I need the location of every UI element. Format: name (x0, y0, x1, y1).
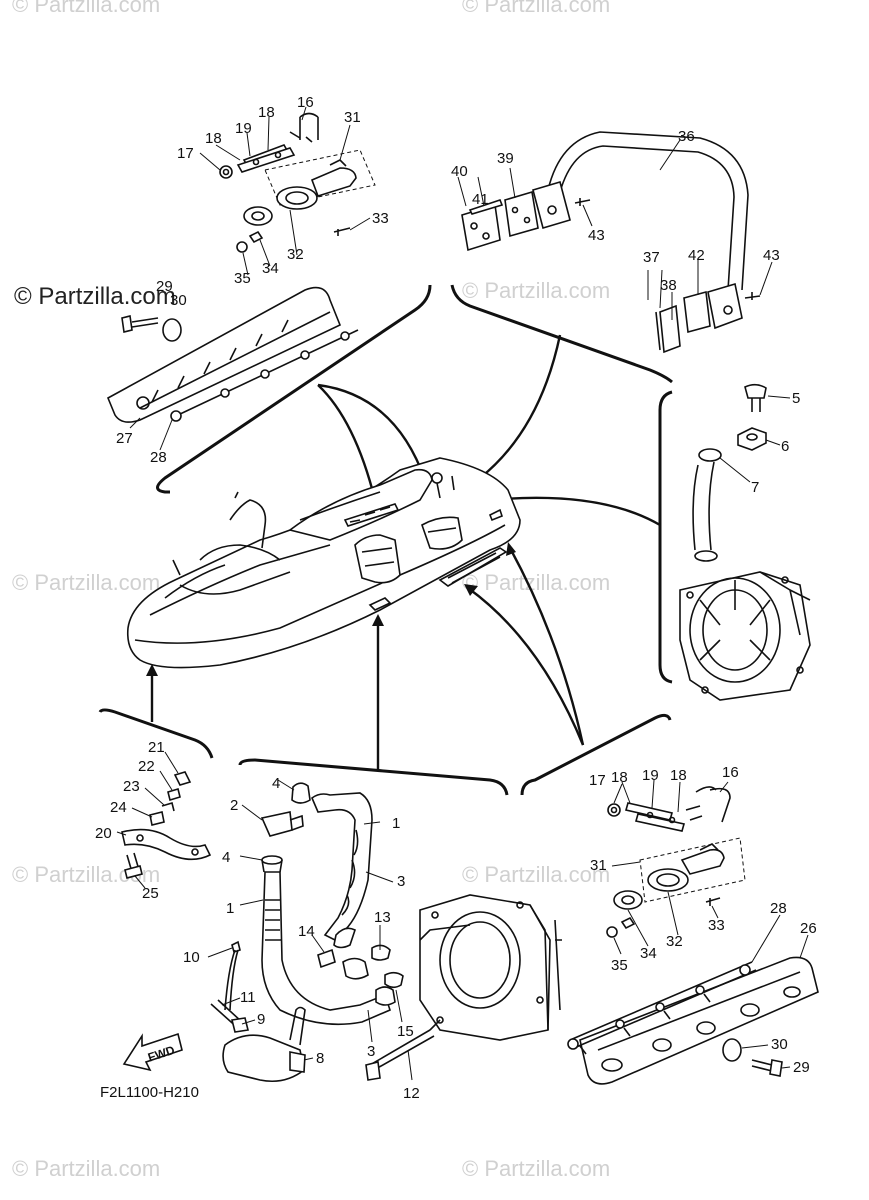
callout-16: 16 (297, 94, 314, 111)
callout-29: 29 (793, 1059, 810, 1076)
callout-18: 18 (205, 130, 222, 147)
callout-7: 7 (751, 479, 759, 496)
deck-fitting-group-top (199, 106, 376, 276)
callout-34: 34 (262, 260, 279, 277)
arrow-to-fitting (317, 383, 427, 481)
callout-30: 30 (771, 1036, 788, 1053)
left-lower-group-bracket (98, 708, 214, 759)
callout-4: 4 (272, 775, 280, 792)
watermark-text: © Partzilla.com (462, 570, 610, 595)
callout-30: 30 (170, 292, 187, 309)
arrow-to-deck-plate (317, 384, 377, 501)
callout-19: 19 (235, 120, 252, 137)
callout-25: 25 (142, 885, 159, 902)
callout-3: 3 (367, 1043, 375, 1060)
diagram-code: F2L1100-H210 (100, 1084, 199, 1101)
callout-8: 8 (316, 1050, 324, 1067)
center-lower-group-bracket (238, 758, 509, 796)
sponson-rail-top (106, 286, 359, 451)
callout-1: 1 (226, 900, 234, 917)
arrow-to-nozzle (489, 496, 661, 527)
callout-12: 12 (403, 1085, 420, 1102)
arrow-to-sponson (508, 547, 585, 746)
callout-36: 36 (678, 128, 695, 145)
watermark-text: © Partzilla.com (462, 1156, 610, 1181)
callout-28: 28 (150, 449, 167, 466)
callout-27: 27 (116, 430, 133, 447)
callout-9: 9 (257, 1011, 265, 1028)
callout-15: 15 (397, 1023, 414, 1040)
sponson-rail-bottom (567, 914, 819, 1085)
callout-22: 22 (138, 758, 155, 775)
callout-37: 37 (643, 249, 660, 266)
callout-35: 35 (611, 957, 628, 974)
callout-32: 32 (666, 933, 683, 950)
callout-17: 17 (177, 145, 194, 162)
callout-31: 31 (344, 109, 361, 126)
arrow-to-rail (467, 587, 585, 746)
watercraft-illustration (126, 457, 521, 669)
callout-14: 14 (298, 923, 315, 940)
callout-39: 39 (497, 150, 514, 167)
bow-hook-group (116, 751, 212, 889)
callout-24: 24 (110, 799, 127, 816)
callout-32: 32 (287, 246, 304, 263)
callout-42: 42 (688, 247, 705, 264)
callout-19: 19 (642, 767, 659, 784)
callout-31: 31 (590, 857, 607, 874)
arrow-to-handle (479, 334, 562, 479)
callout-6: 6 (781, 438, 789, 455)
callout-10: 10 (183, 949, 200, 966)
callout-29: 29 (156, 278, 173, 295)
group-brackets (98, 284, 673, 796)
top-left-group-bracket (156, 284, 432, 494)
callout-21: 21 (148, 739, 165, 756)
right-group-bracket (658, 390, 673, 684)
watermark-text: © Partzilla.com (12, 1156, 160, 1181)
callout-17: 17 (589, 772, 606, 789)
callout-20: 20 (95, 825, 112, 842)
callout-23: 23 (123, 778, 140, 795)
deck-fitting-group-bottom (606, 779, 746, 955)
callout-18: 18 (670, 767, 687, 784)
reboarding-handle-group (457, 131, 773, 354)
callout-11: 11 (240, 989, 256, 1006)
callout-26: 26 (800, 920, 817, 937)
callout-4: 4 (222, 849, 230, 866)
callout-1: 1 (392, 815, 400, 832)
callout-33: 33 (372, 210, 389, 227)
callout-13: 13 (374, 909, 391, 926)
callout-16: 16 (722, 764, 739, 781)
callout-18: 18 (611, 769, 628, 786)
watermark-text: © Partzilla.com (462, 0, 610, 17)
callout-3: 3 (397, 873, 405, 890)
callout-34: 34 (640, 945, 657, 962)
watermark-text: © Partzilla.com (12, 570, 160, 595)
callout-28: 28 (770, 900, 787, 917)
callout-38: 38 (660, 277, 677, 294)
callout-43: 43 (763, 247, 780, 264)
callout-33: 33 (708, 917, 725, 934)
right-lower-group-bracket (520, 713, 672, 796)
jet-nozzle-group (679, 383, 811, 701)
watermark-text: © Partzilla.com (462, 278, 610, 303)
watermark-text: © Partzilla.com (12, 0, 160, 17)
callout-18: 18 (258, 104, 275, 121)
watermark-text: © Partzilla.com (462, 862, 610, 887)
watermarks: © Partzilla.com © Partzilla.com © Partzi… (12, 0, 610, 1181)
bilge-hose-group (207, 779, 562, 1083)
callout-43: 43 (588, 227, 605, 244)
partzilla-watermark: © Partzilla.com (14, 283, 176, 310)
callout-35: 35 (234, 270, 251, 287)
callout-40: 40 (451, 163, 468, 180)
forward-direction-icon: FWD (122, 1032, 183, 1072)
callout-2: 2 (230, 797, 238, 814)
callout-41: 41 (472, 191, 489, 208)
callout-5: 5 (792, 390, 800, 407)
